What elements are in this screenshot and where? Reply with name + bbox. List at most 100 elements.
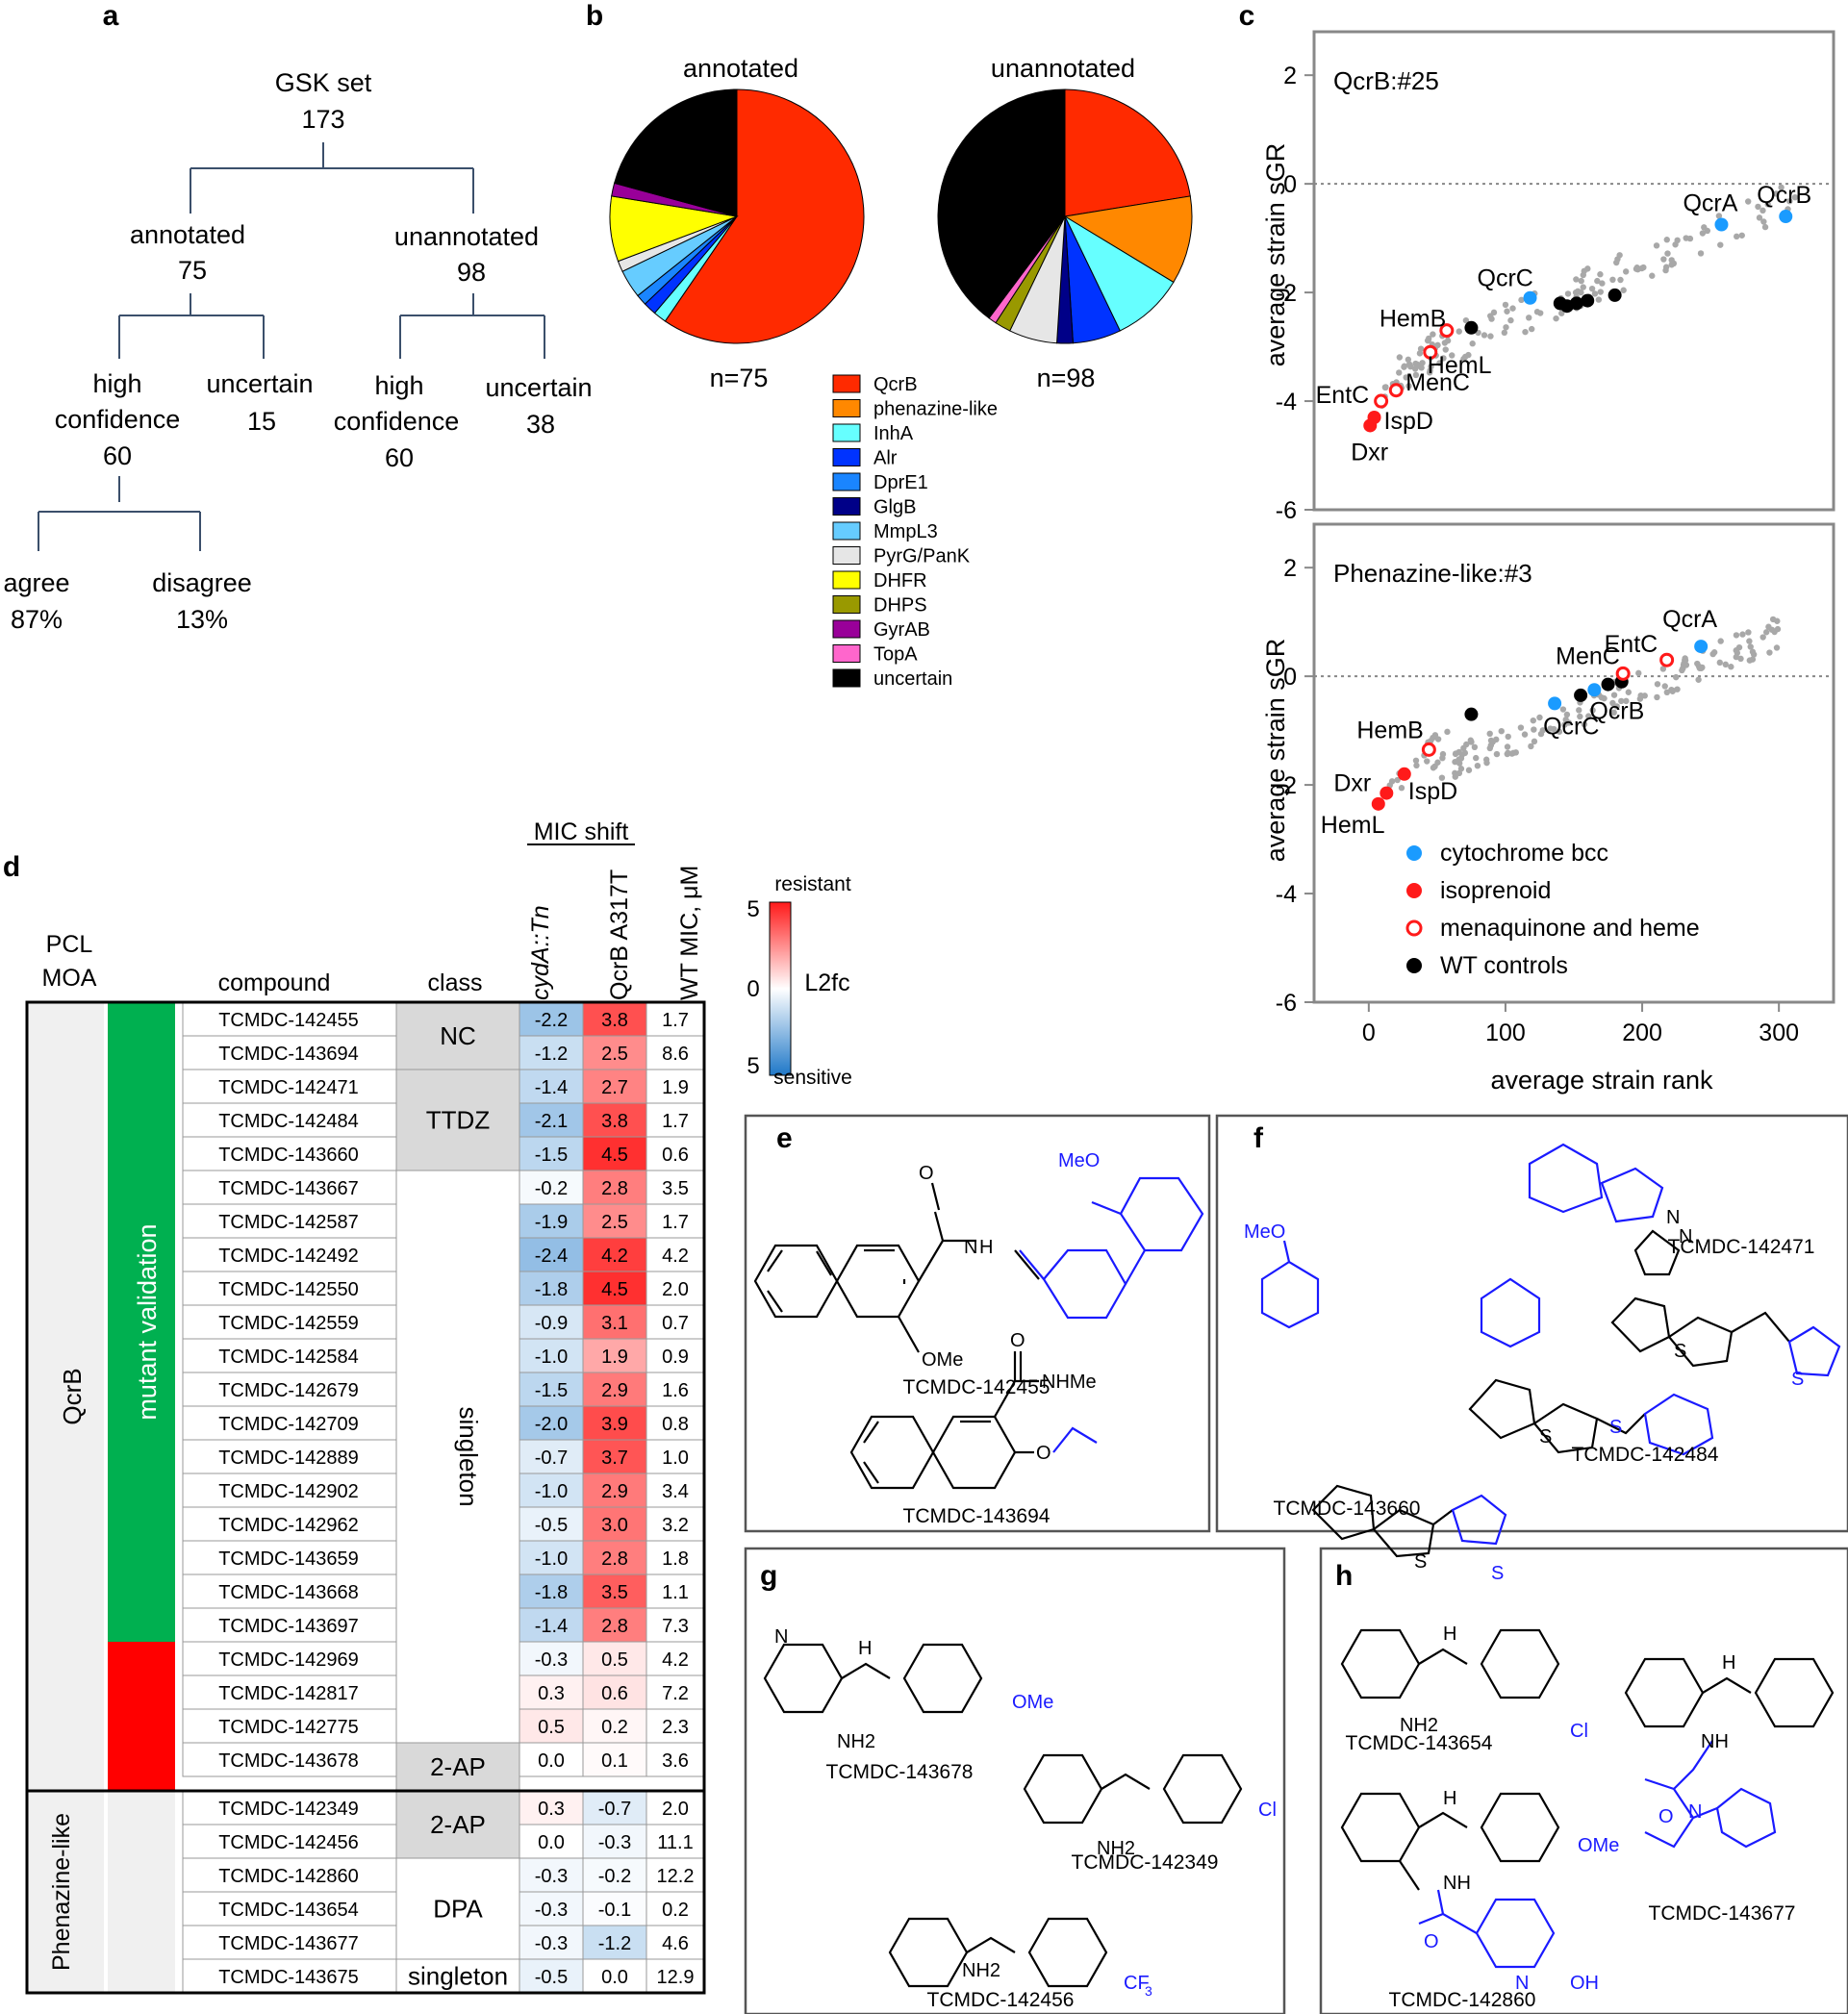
atom-n-g1: N [774, 1626, 788, 1648]
pie-unannotated-title: unannotated [991, 54, 1135, 83]
atom-nh-h1: H [1443, 1624, 1456, 1645]
plot-title: QcrB:#25 [1333, 66, 1439, 95]
cyd-value: -0.3 [535, 1866, 568, 1887]
background-point [1509, 305, 1516, 312]
point-label-dxr: Dxr [1351, 439, 1388, 466]
background-point [1739, 631, 1746, 638]
phenazine-frame [25, 1789, 706, 1995]
compound-id: TCMDC-143659 [218, 1548, 359, 1570]
label-h2: TCMDC-143677 [1649, 1902, 1796, 1925]
compound-cell [182, 1136, 397, 1171]
point-hemb [1421, 742, 1436, 757]
tree-ann-uncertain-label: uncertain [206, 369, 313, 398]
box-f [1215, 1114, 1848, 1533]
structure-e1-blue [1019, 1176, 1204, 1320]
background-point [1728, 664, 1734, 670]
wt-value: 3.6 [662, 1750, 689, 1772]
qcrb-cell [582, 1607, 647, 1643]
background-point [1682, 657, 1689, 664]
pie-slice-qcrb [664, 88, 865, 344]
background-point [1759, 634, 1766, 641]
background-point [1717, 241, 1724, 248]
point-label-qcrc: QcrC [1478, 265, 1533, 292]
point-label-qcrc: QcrC [1543, 713, 1599, 740]
compound-id: TCMDC-142492 [218, 1246, 359, 1267]
compound-cell [182, 1573, 397, 1609]
point-label-hemb: HemB [1380, 306, 1446, 333]
background-point [1597, 271, 1604, 278]
compound-cell [182, 1607, 397, 1643]
compound-cell [182, 1742, 397, 1777]
background-point [1486, 730, 1493, 738]
cyd-cell [519, 1271, 584, 1306]
legend-swatch-pyrg-pank [832, 546, 861, 565]
point-label-menc: MenC [1405, 369, 1470, 396]
cyd-value: -0.7 [535, 1448, 568, 1469]
background-point [1531, 726, 1537, 733]
background-point [1609, 276, 1616, 284]
wt-value: 1.9 [662, 1077, 689, 1098]
qcrb-value: 2.8 [601, 1548, 628, 1570]
wt-value: 0.9 [662, 1347, 689, 1368]
legend-label-dhfr: DHFR [873, 570, 927, 592]
scatter-xlabel: average strain rank [1490, 1066, 1713, 1095]
atom-nhme-e2: NHMe [1042, 1372, 1097, 1393]
compound-id: TCMDC-142349 [218, 1799, 359, 1820]
background-point [1625, 689, 1633, 695]
cyd-value: 0.0 [538, 1832, 565, 1853]
wt-value: 4.6 [662, 1933, 689, 1954]
atom-cf-g3: CF [1124, 1973, 1150, 1994]
wt-value: 3.5 [662, 1178, 689, 1199]
compound-id: TCMDC-142902 [218, 1481, 359, 1502]
background-point [1556, 728, 1563, 735]
background-point [1430, 765, 1437, 771]
box-e [744, 1114, 1211, 1533]
y-tick-label: 0 [1283, 171, 1297, 198]
wt-control-point [1608, 288, 1622, 302]
cyd-value: -2.1 [535, 1111, 568, 1132]
wt-value: 0.8 [662, 1414, 689, 1435]
background-point [1580, 284, 1586, 290]
atom-nh-g1: H [858, 1638, 872, 1659]
atom-o-e2: O [1010, 1330, 1025, 1351]
header-moa: MOA [42, 965, 97, 992]
atom-o-h2: O [1658, 1806, 1674, 1827]
colorbar-top-label: resistant [774, 873, 851, 895]
compound-cell [182, 1035, 397, 1070]
tree-un-high-l1: high [374, 371, 423, 400]
pie-slice-uncertain [937, 88, 1066, 319]
wt-cell [646, 1203, 705, 1239]
atom-nh2-h2: NH [1701, 1731, 1729, 1752]
background-point [1518, 296, 1525, 304]
background-point [1578, 277, 1584, 285]
background-point [1439, 750, 1447, 758]
qcrb-value: 2.5 [601, 1212, 628, 1233]
background-point [1786, 197, 1793, 205]
background-point [1505, 733, 1511, 741]
background-point [1673, 673, 1680, 681]
atom-s1-f: S [1674, 1341, 1686, 1362]
atom-cf-sub-g3: 3 [1145, 1983, 1152, 1999]
background-point [1396, 354, 1404, 361]
colorbar-tick-top: 5 [747, 896, 759, 922]
background-point [1553, 315, 1559, 322]
tree-annotated-label: annotated [130, 220, 245, 249]
cyd-cell [519, 1824, 584, 1859]
cyd-value: -0.3 [535, 1933, 568, 1954]
structure-e2 [849, 1351, 1039, 1490]
class-cell [395, 1742, 520, 1792]
background-point [1424, 758, 1430, 765]
background-point [1622, 268, 1630, 275]
background-point [1424, 337, 1431, 344]
colorbar-bottom-label: sensitive [773, 1067, 852, 1089]
atom-s4-f: S [1414, 1551, 1427, 1573]
background-point [1487, 737, 1495, 744]
atom-nh2-g3: NH2 [962, 1960, 1000, 1981]
background-point [1649, 272, 1656, 279]
mutant-fail-bar [108, 1642, 175, 1791]
background-point [1501, 329, 1508, 337]
colorbar-title: L2fc [804, 969, 849, 996]
compound-id: TCMDC-142775 [218, 1717, 359, 1738]
point-label-hemb: HemB [1356, 717, 1423, 743]
y-tick-label: -6 [1276, 990, 1297, 1017]
